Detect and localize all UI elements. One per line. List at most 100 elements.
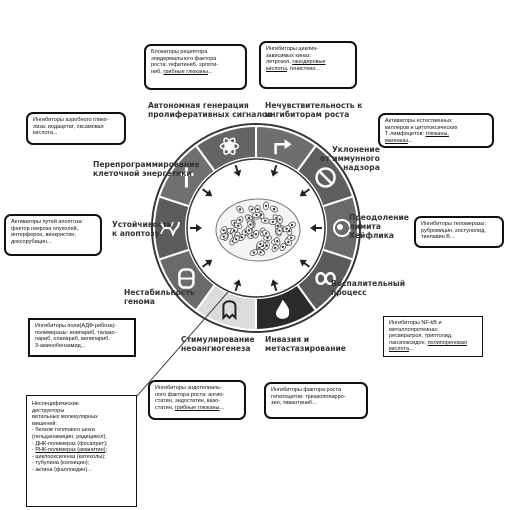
cell-nucleus	[247, 229, 251, 232]
arrow-invasion	[233, 279, 242, 292]
box-nfkb-inhibitors: Ингибиторы NF-kB и металлопротеиназ: рес…	[383, 316, 483, 357]
icon-stroke	[333, 219, 351, 237]
cell-nucleus	[287, 240, 290, 244]
hallmark-label-invasion-metastasis: Инвазия и метастазирование	[265, 335, 346, 353]
hallmark-label-inflammation: Воспалительный процесс	[331, 279, 406, 297]
hallmark-label-proliferative-signals: Автономная генерация пролиферативных сиг…	[148, 101, 272, 119]
box-parp-inhibitors: Ингибиторы поли(АДФ-рибоза)- полимеразы:…	[28, 318, 136, 357]
cell-nucleus	[289, 236, 293, 239]
cell-nucleus	[222, 228, 225, 232]
cell-nucleus	[266, 236, 269, 240]
cell-nucleus	[281, 245, 285, 249]
icon-stroke	[223, 137, 236, 155]
cell-nucleus	[234, 238, 238, 241]
icon-stroke	[223, 137, 236, 155]
hallmark-label-growth-suppressors: Нечувствительность к ингибиторам роста	[265, 101, 363, 119]
center-arrows	[190, 164, 322, 292]
cell-nucleus	[237, 224, 240, 227]
arrow-head	[299, 259, 307, 267]
cell-nucleus	[276, 224, 279, 228]
connector-line	[136, 291, 229, 397]
cell-nucleus	[238, 218, 241, 222]
arrow-hayflick-limit	[299, 259, 310, 268]
cell-nucleus	[222, 235, 225, 238]
arrow-head	[196, 224, 202, 232]
tumor-cell-cluster	[215, 198, 301, 262]
cell-nucleus	[263, 219, 267, 222]
arrow-immune-evasion	[310, 224, 322, 232]
hallmark-label-energy-reprogramming: Перепрограммирование клеточной энергетик…	[93, 160, 200, 178]
arrow-head	[205, 189, 213, 197]
cell-nucleus	[264, 232, 268, 235]
arrow-apoptosis	[202, 188, 213, 197]
icon-stroke	[160, 221, 174, 235]
invasion-icon	[222, 300, 237, 321]
angiogenesis-icon	[178, 268, 195, 289]
box-immune-activators: Активаторы естественных киллеров и цитот…	[378, 113, 494, 148]
hallmark-icons	[160, 137, 351, 321]
box-cdk-inhibitors: Ингибиторы циклин- зависимых киназ: летр…	[259, 41, 357, 89]
cell-nucleus	[240, 236, 243, 239]
proliferation-icon	[274, 139, 292, 155]
genome-instability-icon	[160, 221, 180, 237]
cell-nucleus	[250, 234, 253, 237]
cell-nucleus	[278, 229, 281, 232]
energy-icon	[219, 137, 240, 155]
box-nonspecific-destructors: Неспецифические деструкторы витальных мо…	[26, 395, 137, 507]
box-telomerase-inhibitors: Ингибиторы теломеразы: рубромицин, косту…	[414, 216, 504, 248]
cell-nucleus	[276, 240, 279, 243]
arrow-inflammation	[270, 279, 279, 292]
hallmarks-ring	[151, 123, 361, 333]
hallmark-label-angiogenesis: Стимулирование неоангиогенеза	[181, 335, 255, 353]
apoptosis-icon	[179, 167, 194, 188]
cell-nucleus	[250, 208, 254, 211]
cell-nucleus	[272, 207, 276, 211]
arrow-angiogenesis	[202, 259, 213, 268]
cluster-outline	[215, 198, 301, 262]
growth-suppressors-icon	[315, 167, 336, 188]
cell-nucleus	[259, 242, 262, 246]
box-glycolysis-inhibitors: Ингибиторы аэробного глико- лиза: иодаце…	[26, 112, 126, 145]
hallmark-label-hayflick-limit: Преодоление лимита Хейфлика	[349, 213, 409, 240]
arrow-head	[299, 189, 307, 197]
cell-nucleus	[259, 251, 262, 254]
arrow-head	[310, 224, 316, 232]
cell-nucleus	[238, 208, 242, 211]
cell-nucleus	[278, 218, 281, 221]
arrow-growth-suppressors	[299, 188, 310, 197]
box-egfr-blockers: Блокаторы рецептора эпидермального факто…	[144, 44, 247, 90]
icon-stroke	[276, 299, 290, 319]
immune-evasion-icon	[333, 219, 351, 237]
box-vegf-inhibitors: Ингибиторы эндотелиаль- ного фактора рос…	[148, 380, 246, 420]
icon-stroke	[226, 143, 233, 150]
icon-stroke	[315, 272, 336, 286]
arrow-head	[205, 259, 213, 267]
arrow-proliferation	[270, 164, 279, 177]
icon-stroke	[315, 167, 336, 188]
arrow-head	[233, 169, 242, 177]
arrow-head	[233, 279, 242, 287]
icon-stroke	[219, 141, 240, 151]
cell-nucleus	[256, 207, 259, 211]
hayflick-limit-icon	[315, 272, 336, 286]
cell-nucleus	[264, 204, 268, 208]
icon-stroke	[160, 221, 180, 237]
arrow-head	[270, 169, 279, 177]
arrow-genome-instability	[190, 224, 202, 232]
cell-nucleus	[271, 220, 274, 224]
cell-nucleus	[232, 229, 236, 232]
hallmark-label-immune-evasion: Уклонение от иммунного надзора	[320, 145, 380, 172]
cell-nucleus	[290, 223, 294, 227]
arrow-energy	[233, 164, 242, 177]
arrow-head	[270, 279, 279, 287]
cell-nucleus	[285, 227, 288, 230]
inflammation-icon	[276, 299, 290, 319]
icon-stroke	[318, 170, 333, 185]
icon-stroke	[222, 300, 237, 321]
cell-nucleus	[273, 246, 277, 250]
icon-stroke	[337, 224, 343, 230]
icon-stroke	[274, 142, 287, 155]
cell-nucleus	[252, 251, 256, 254]
cell-nucleus	[249, 223, 252, 226]
